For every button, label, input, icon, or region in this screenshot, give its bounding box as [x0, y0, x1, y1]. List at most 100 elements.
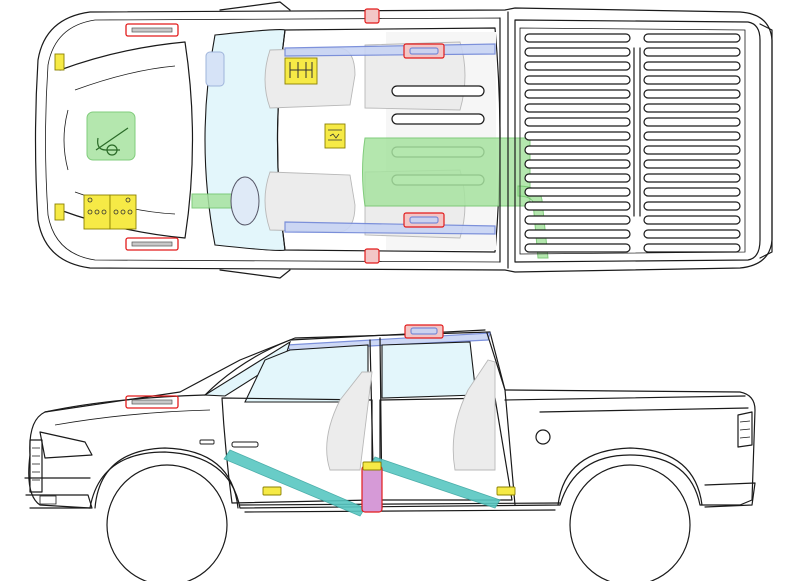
seatbelt-pretensioner-glyph	[289, 62, 313, 78]
curtain-inflator-side-cyl	[410, 327, 438, 335]
rear-seat-side	[452, 359, 496, 471]
bed-rib-left	[524, 187, 631, 197]
bed-rib-right	[643, 201, 741, 211]
bed-rib-left	[524, 243, 631, 253]
hood-gas-strut-right-rod	[131, 241, 173, 247]
headlight	[39, 431, 93, 459]
side-view	[24, 324, 756, 581]
bed-rib-right	[643, 159, 741, 169]
curtain-airbag-left	[284, 43, 496, 57]
fender-badge	[199, 439, 215, 445]
hood-crease	[54, 409, 211, 426]
bed-rib-left	[524, 33, 631, 43]
hood-gas-strut-side-rod	[131, 399, 173, 405]
bed-rib-right	[643, 131, 741, 141]
bed-rib-right	[643, 75, 741, 85]
taillight	[737, 411, 753, 448]
bed-ribs	[524, 33, 741, 253]
taillight-bars	[739, 420, 751, 439]
hood-center-ridge	[63, 109, 69, 171]
bed-rib-left	[524, 61, 631, 71]
bed-rib-left	[524, 145, 631, 155]
truck-bed-outline	[514, 19, 761, 263]
b-pillar-marker-left	[364, 8, 380, 24]
roof-rib-2	[391, 113, 485, 125]
front-wheel	[106, 464, 228, 581]
bed-rib-left	[524, 89, 631, 99]
b-pillar-marker-right	[364, 248, 380, 264]
bed-rib-left	[524, 215, 631, 225]
hood-gas-strut-side	[125, 395, 179, 409]
side-sensor-icon-center	[362, 461, 382, 471]
bed-rib-left	[524, 201, 631, 211]
bed-rib-right	[643, 117, 741, 127]
top-view	[34, 1, 773, 279]
bed-rib-right	[643, 243, 741, 253]
front-sensor-icon-right	[54, 203, 65, 221]
airbag-module-glyph	[328, 129, 342, 141]
reinforcement-bar-rear	[369, 456, 501, 509]
front-sensor-icon-left	[54, 53, 65, 71]
bed-rib-right	[643, 89, 741, 99]
sun-visor	[205, 51, 225, 87]
bed-rib-right	[643, 145, 741, 155]
roof-line	[204, 329, 486, 396]
bed-rib-left	[524, 229, 631, 239]
fog-light	[39, 495, 57, 505]
battery-symbol	[95, 127, 129, 151]
bed-rib-right	[643, 103, 741, 113]
curtain-inflator-right-cyl	[409, 216, 439, 224]
rear-door-window	[381, 341, 477, 399]
steering-wheel	[230, 176, 260, 226]
top-body-outline	[34, 7, 773, 273]
bed-rib-right	[643, 229, 741, 239]
mirror-right	[219, 269, 291, 279]
bed-rib-left	[524, 159, 631, 169]
c-pillar	[486, 332, 516, 506]
fuel-tank-region	[362, 137, 531, 207]
rocker-panel	[239, 502, 561, 513]
hood-side	[44, 394, 206, 413]
fuel-door	[535, 429, 551, 445]
battery-icon	[86, 111, 136, 161]
hood-gas-strut-left	[125, 23, 179, 37]
rear-wheel	[569, 464, 691, 581]
cab-rear-wall	[499, 11, 509, 269]
side-body-outline	[28, 331, 756, 509]
bed-rib-right	[643, 33, 741, 43]
hood-gas-strut-right	[125, 237, 179, 251]
battery-symbol-terminal	[106, 144, 118, 156]
bed-rib-left	[524, 75, 631, 85]
grille	[29, 439, 43, 493]
bed-rib-left	[524, 173, 631, 183]
front-door-outline	[221, 397, 373, 504]
door-handle-front	[231, 441, 259, 448]
side-sensor-icon-front	[262, 486, 282, 496]
roof-rib-1	[391, 85, 485, 97]
bed-rib-left	[524, 47, 631, 57]
curtain-inflator-left-cyl	[409, 47, 439, 55]
front-seat-side	[326, 371, 373, 471]
bed-rib-left	[524, 131, 631, 141]
bed-rib-right	[643, 47, 741, 57]
b-pillar-inflator	[361, 465, 383, 513]
bed-rail-side	[504, 395, 749, 413]
tailgate	[759, 23, 773, 259]
bed-rib-left	[524, 103, 631, 113]
mirror-left	[219, 1, 291, 11]
top-body-inner	[45, 17, 501, 263]
bed-rib-right	[643, 61, 741, 71]
front-wheel-arch	[94, 447, 239, 509]
bed-rib-right	[643, 187, 741, 197]
bed-rib-left	[524, 117, 631, 127]
front-bumper	[24, 477, 93, 509]
grille-bars	[32, 447, 40, 481]
bed-rib-right	[643, 215, 741, 225]
bed-rib-right	[643, 173, 741, 183]
rear-wheel-arch	[557, 447, 703, 506]
side-sensor-icon-rear	[496, 486, 516, 496]
rear-bumper	[704, 482, 756, 508]
hood-gas-strut-left-rod	[131, 27, 173, 33]
